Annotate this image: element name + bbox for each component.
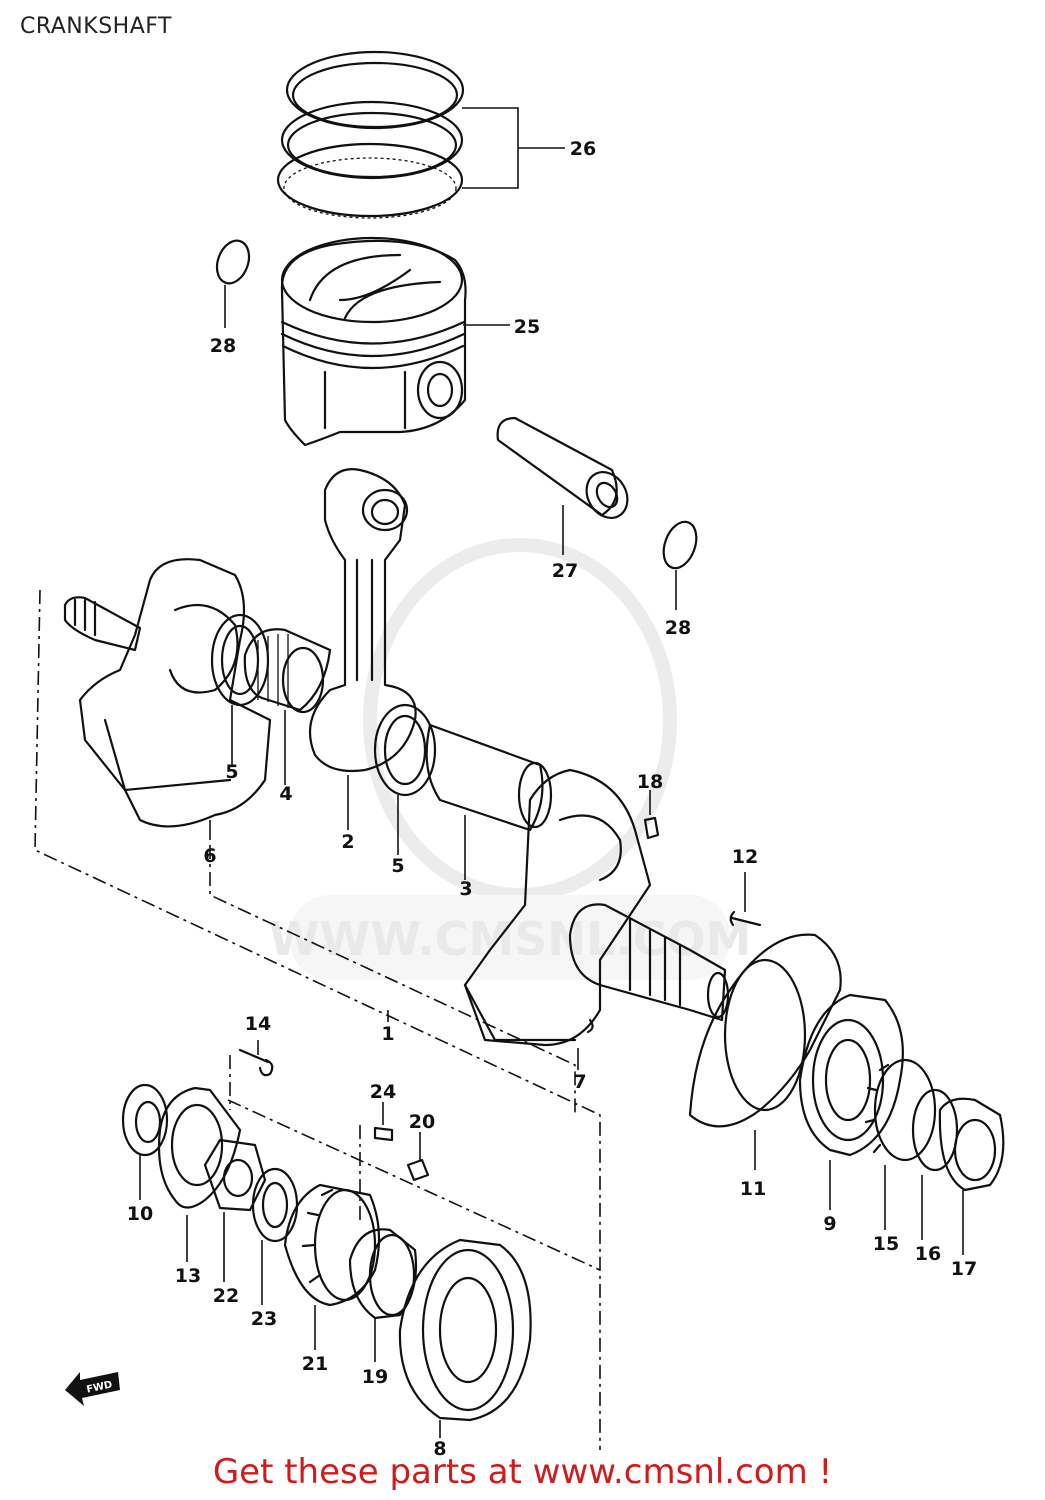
callout-21: 21: [302, 1353, 328, 1375]
callout-2: 2: [341, 831, 354, 853]
key-24[interactable]: [373, 1126, 394, 1142]
callout-20: 20: [409, 1111, 435, 1133]
leader-26: [462, 107, 565, 189]
callout-22: 22: [213, 1285, 239, 1307]
callouts: 26 25 28 27 28 5 4 2 5 3 6 18 12 1 7 14 …: [127, 138, 977, 1460]
callout-13: 13: [175, 1265, 201, 1287]
callout-23: 23: [251, 1308, 277, 1330]
bearing-plate-11[interactable]: [688, 933, 842, 1128]
crank-web-right-7[interactable]: [463, 768, 652, 1047]
piston-25[interactable]: [280, 236, 467, 447]
piston-rings-26[interactable]: [276, 50, 465, 219]
primary-gear-21[interactable]: [283, 1183, 381, 1307]
watermark: WWW.CMSNL.COM: [269, 538, 752, 980]
callout-16: 16: [915, 1243, 941, 1265]
callout-24: 24: [370, 1081, 396, 1103]
washer-23[interactable]: [251, 1167, 299, 1243]
crank-pin-3[interactable]: [425, 723, 553, 832]
crank-web-left-6[interactable]: [78, 558, 272, 828]
callout-27: 27: [552, 560, 578, 582]
thrust-washer-5-left[interactable]: [210, 613, 270, 707]
callout-28-lower: 28: [665, 617, 691, 639]
callout-6: 6: [203, 845, 216, 867]
page-title: CRANKSHAFT: [20, 14, 172, 39]
callout-19: 19: [362, 1366, 388, 1388]
callout-10: 10: [127, 1203, 153, 1225]
oil-seal-10[interactable]: [121, 1083, 169, 1157]
shaft-stub-right[interactable]: [568, 903, 730, 1022]
key-18[interactable]: [643, 816, 660, 840]
callout-9: 9: [823, 1213, 836, 1235]
bolt-12[interactable]: [729, 910, 762, 927]
gear-19[interactable]: [348, 1228, 418, 1320]
callout-14: 14: [245, 1013, 271, 1035]
footer-link[interactable]: Get these parts at www.cmsnl.com !: [212, 1452, 833, 1492]
circlip-28-lower[interactable]: [658, 517, 703, 572]
callout-4: 4: [279, 783, 292, 805]
assembly-bracket-lower: [227, 1055, 601, 1271]
watermark-text: WWW.CMSNL.COM: [269, 912, 752, 966]
thrust-washer-5-right[interactable]: [373, 703, 437, 797]
callout-8: 8: [433, 1438, 446, 1460]
callout-3: 3: [459, 878, 472, 900]
connecting-rod-2[interactable]: [308, 468, 417, 773]
key-20[interactable]: [406, 1158, 430, 1182]
callout-5-left: 5: [225, 761, 238, 783]
nut-17[interactable]: [938, 1097, 1005, 1192]
fwd-arrow-icon: FWD: [65, 1372, 120, 1406]
screw-14[interactable]: [238, 1048, 274, 1077]
shaft-stub-left[interactable]: [63, 596, 142, 652]
ball-bearing-8[interactable]: [398, 1238, 532, 1422]
fwd-label: FWD: [86, 1379, 114, 1395]
nut-22[interactable]: [203, 1138, 267, 1212]
callout-17: 17: [951, 1258, 977, 1280]
ball-bearing-9[interactable]: [798, 993, 904, 1157]
piston-pin-27[interactable]: [496, 416, 636, 525]
callout-11: 11: [740, 1178, 766, 1200]
callout-26: 26: [570, 138, 596, 160]
assembly-bracket-1: [34, 589, 601, 1450]
callout-28-upper: 28: [210, 335, 236, 357]
gear-15[interactable]: [864, 1058, 937, 1162]
circlip-28-upper[interactable]: [211, 236, 254, 288]
callout-5-right: 5: [391, 855, 404, 877]
callout-7: 7: [573, 1071, 586, 1093]
retainer-13[interactable]: [157, 1086, 242, 1209]
callout-12: 12: [732, 846, 758, 868]
callout-1: 1: [381, 1023, 394, 1045]
callout-25: 25: [514, 316, 540, 338]
callout-18: 18: [637, 771, 663, 793]
washer-16[interactable]: [911, 1088, 959, 1172]
callout-15: 15: [873, 1233, 899, 1255]
